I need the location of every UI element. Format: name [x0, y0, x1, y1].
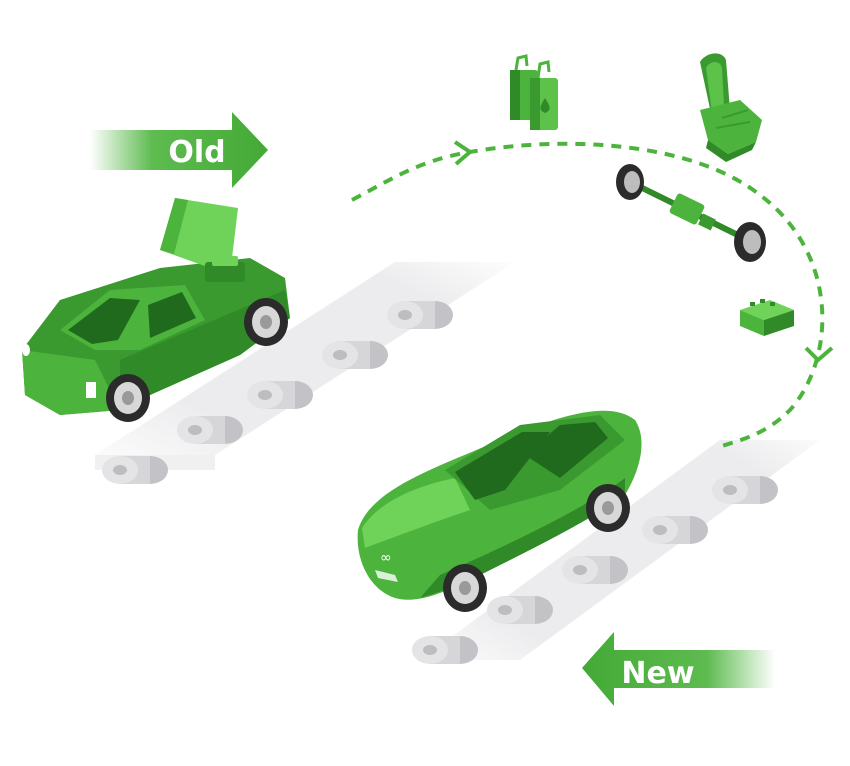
axle-wheel-back [734, 222, 766, 262]
new-label-arrow: New [582, 632, 775, 706]
new-car: ∞ [357, 410, 642, 612]
car-seat-icon [700, 53, 762, 162]
old-label-arrow: Old [90, 112, 268, 188]
recycling-path [351, 140, 834, 448]
old-car [22, 198, 290, 422]
battery-icon [740, 299, 794, 336]
old-label: Old [168, 135, 225, 170]
arrow-icon [650, 416, 700, 447]
axle-icon [616, 164, 766, 262]
old-conveyor-belt [95, 220, 515, 484]
new-conveyor-belt [412, 416, 820, 664]
fuel-cans-icon [510, 54, 558, 130]
arrow-icon [300, 220, 362, 264]
axle-wheel-front [616, 164, 644, 200]
car-logo-icon: ∞ [380, 550, 392, 566]
new-label: New [621, 656, 694, 691]
